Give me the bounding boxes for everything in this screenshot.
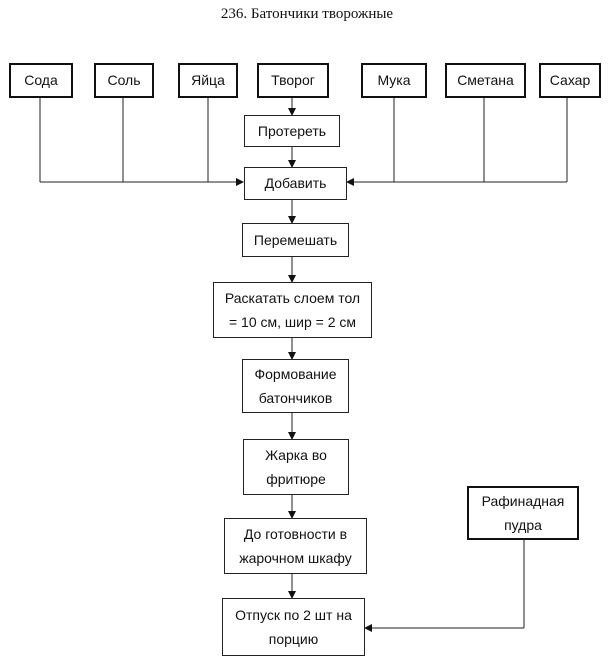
step-finish-label: До готовности в жарочном шкафу (239, 525, 352, 567)
ingredient-soda: Сода (9, 63, 73, 98)
ingredient-eggs-label: Яйца (191, 72, 225, 89)
ingredient-sugar: Сахар (539, 63, 601, 98)
step-roll: Раскатать слоем тол = 10 см, шир = 2 см (213, 282, 372, 338)
ingredient-eggs: Яйца (178, 63, 238, 98)
ingredient-salt-label: Соль (107, 72, 141, 89)
step-fry-label: Жарка во фритюре (265, 446, 327, 488)
ingredient-powdered-sugar: Рафинадная пудра (467, 486, 579, 540)
ingredient-powdered-sugar-label: Рафинадная пудра (481, 492, 565, 534)
step-serve-label: Отпуск по 2 шт на порцию (235, 606, 352, 648)
page-title: 236. Батончики творожные (220, 6, 394, 22)
step-wipe-label: Протереть (257, 122, 327, 139)
step-shape-label: Формование батончиков (254, 365, 337, 407)
step-add: Добавить (244, 167, 347, 200)
ingredient-flour: Мука (361, 63, 427, 98)
ingredient-sour-cream-label: Сметана (457, 72, 514, 89)
ingredient-flour-label: Мука (377, 72, 411, 89)
ingredient-sugar-label: Сахар (549, 72, 591, 89)
step-mix: Перемешать (242, 223, 349, 257)
step-finish: До готовности в жарочном шкафу (224, 518, 367, 574)
ingredient-sour-cream: Сметана (445, 63, 526, 98)
step-shape: Формование батончиков (242, 359, 349, 413)
step-wipe: Протереть (244, 115, 340, 147)
step-add-label: Добавить (264, 175, 327, 192)
step-fry: Жарка во фритюре (243, 439, 349, 495)
ingredient-cottage-cheese-label: Творог (271, 72, 315, 89)
ingredient-salt: Соль (94, 63, 154, 98)
ingredient-cottage-cheese: Творог (257, 63, 329, 98)
step-mix-label: Перемешать (253, 231, 338, 248)
step-roll-label: Раскатать слоем тол = 10 см, шир = 2 см (224, 289, 361, 331)
step-serve: Отпуск по 2 шт на порцию (222, 598, 365, 656)
ingredient-soda-label: Сода (24, 72, 58, 89)
